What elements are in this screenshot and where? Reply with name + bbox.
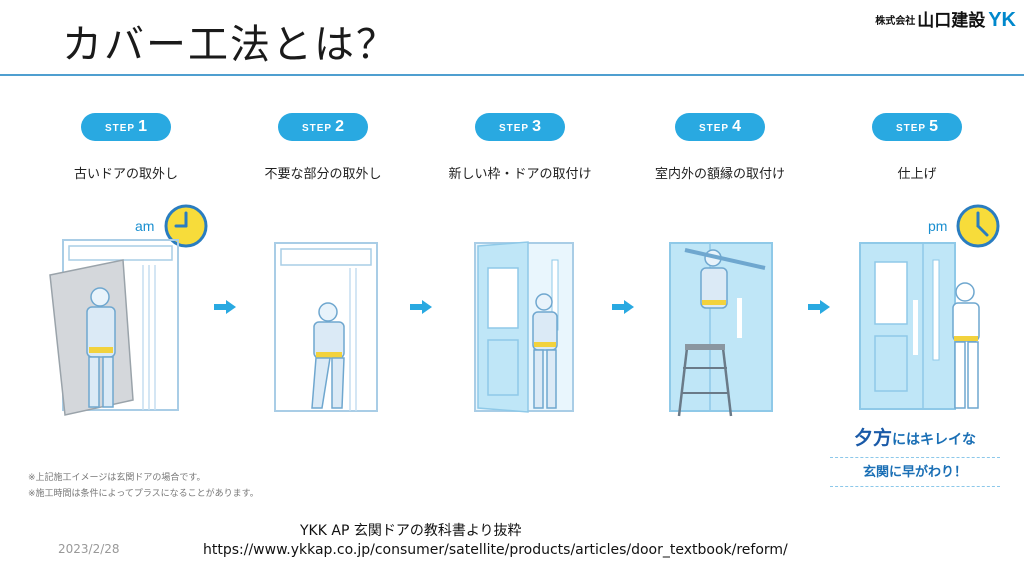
title-divider bbox=[0, 74, 1024, 76]
slogan-line-2: 玄関に早がわり！ bbox=[830, 460, 1000, 487]
slogan-big: 夕方 bbox=[853, 427, 892, 449]
notes: ※上記施工イメージは玄関ドアの場合です。 ※施工時間は条件によってプラスになるこ… bbox=[28, 470, 259, 502]
arrow-2-icon bbox=[410, 300, 432, 314]
arrow-1-icon bbox=[214, 300, 236, 314]
step-1-illustration bbox=[49, 239, 179, 416]
step-4-title: 室内外の額縁の取付け bbox=[654, 167, 785, 182]
note-1: ※上記施工イメージは玄関ドアの場合です。 bbox=[28, 473, 206, 483]
arrow-3-icon bbox=[612, 300, 634, 314]
step-5-title: 仕上げ bbox=[897, 167, 937, 182]
pm-label: pm bbox=[928, 218, 948, 234]
company-name: 山口建設 bbox=[917, 11, 986, 31]
step-3-title: 新しい枠・ドアの取付け bbox=[448, 167, 592, 182]
slogan-rest: にはキレイな bbox=[892, 432, 976, 448]
am-label: am bbox=[135, 218, 155, 234]
slide-date: 2023/2/28 bbox=[58, 542, 120, 556]
clock-am-icon bbox=[164, 204, 208, 248]
page-title: カバー工法とは？ bbox=[62, 22, 398, 68]
company-prefix: 株式会社 bbox=[875, 16, 916, 27]
step-2-illustration bbox=[274, 242, 378, 412]
clock-pm-icon bbox=[956, 204, 1000, 248]
step-3-illustration bbox=[474, 241, 574, 413]
source-url: https://www.ykkap.co.jp/consumer/satelli… bbox=[203, 542, 788, 558]
slogan: 夕方にはキレイな 玄関に早がわり！ bbox=[830, 425, 1000, 487]
step-2-title: 不要な部分の取外し bbox=[264, 167, 382, 182]
source-caption: YKK AP 玄関ドアの教科書より抜粋 bbox=[300, 523, 522, 539]
note-2: ※施工時間は条件によってプラスになることがあります。 bbox=[28, 489, 259, 499]
step-5-illustration bbox=[859, 242, 980, 410]
step-1-title: 古いドアの取外し bbox=[73, 167, 178, 182]
company-mark: YK bbox=[988, 9, 1016, 31]
arrow-4-icon bbox=[808, 300, 830, 314]
step-4-illustration bbox=[669, 242, 773, 417]
